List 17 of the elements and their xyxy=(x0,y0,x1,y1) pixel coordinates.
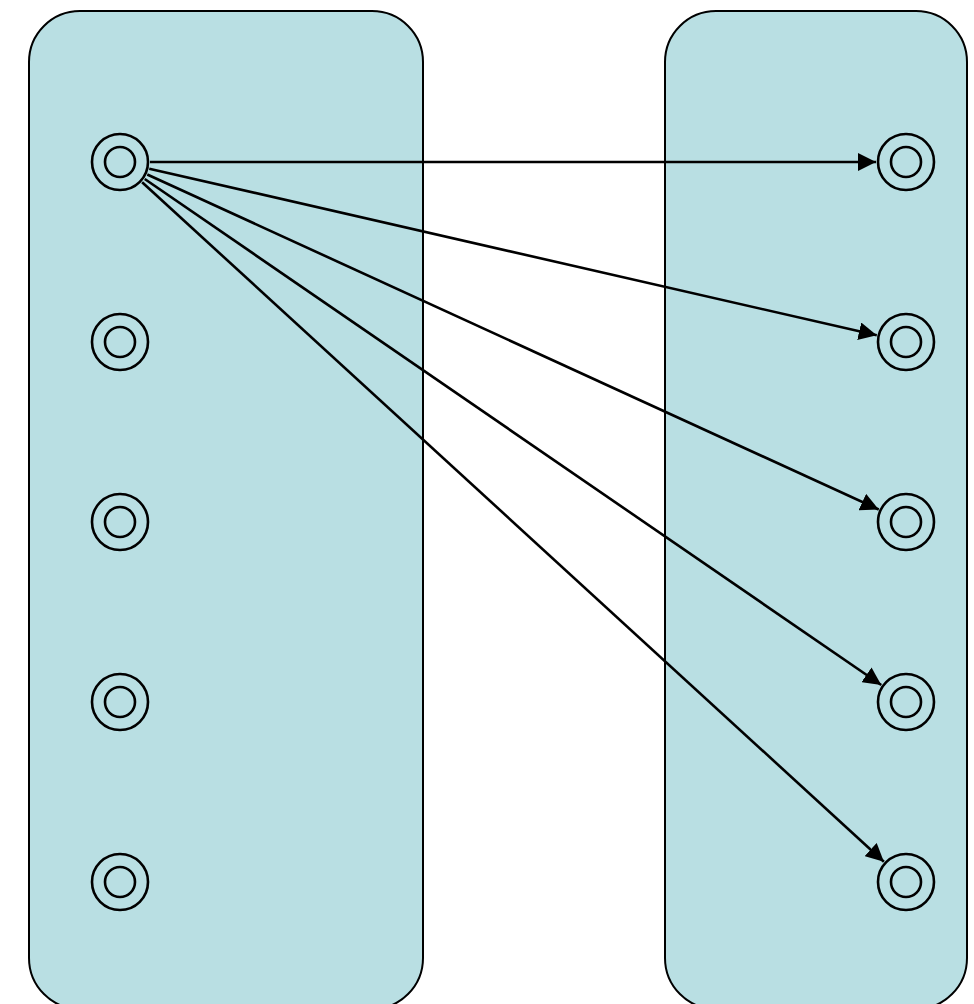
double-circle xyxy=(875,311,935,371)
arrow xyxy=(146,173,880,511)
double-circle xyxy=(875,491,935,551)
double-circle xyxy=(875,671,935,731)
arrow xyxy=(141,181,885,863)
double-circle xyxy=(875,851,935,911)
arrow xyxy=(148,167,878,341)
double-circle xyxy=(89,851,149,911)
double-circle xyxy=(89,311,149,371)
panel xyxy=(664,10,968,1004)
double-circle xyxy=(89,491,149,551)
arrow xyxy=(150,153,876,171)
arrow xyxy=(144,177,882,687)
double-circle xyxy=(89,131,149,191)
panel xyxy=(28,10,424,1004)
double-circle xyxy=(89,671,149,731)
double-circle xyxy=(875,131,935,191)
